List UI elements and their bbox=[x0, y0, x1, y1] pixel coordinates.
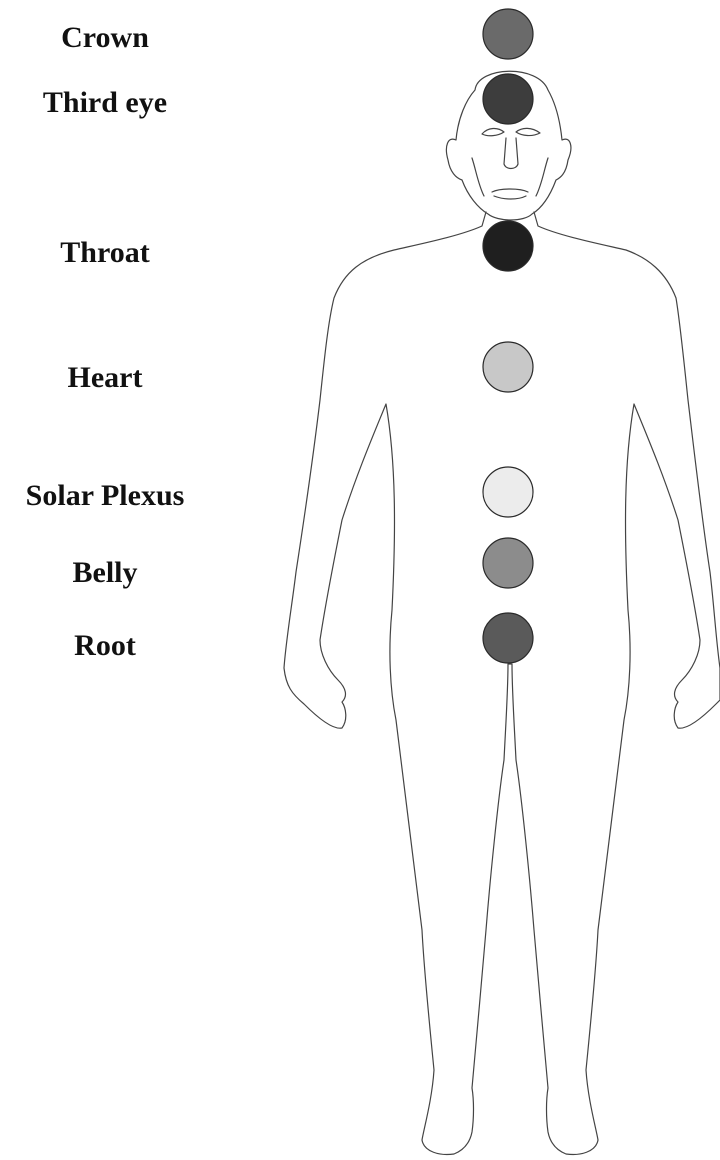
chakra-dot bbox=[483, 9, 533, 59]
chakra-heart: Heart bbox=[68, 342, 533, 394]
right-eye bbox=[516, 128, 540, 135]
left-eye bbox=[482, 128, 504, 135]
cheek-lines bbox=[472, 158, 548, 196]
chakra-crown: Crown bbox=[61, 9, 533, 59]
chakra-dot bbox=[483, 74, 533, 124]
chakra-dot bbox=[483, 538, 533, 588]
chakra-throat: Throat bbox=[60, 221, 533, 271]
chakra-label: Heart bbox=[68, 361, 143, 394]
chakra-dot bbox=[483, 221, 533, 271]
chakra-label: Third eye bbox=[43, 86, 167, 119]
chakra-label: Crown bbox=[61, 21, 149, 54]
chakra-label: Root bbox=[74, 629, 136, 662]
chakra-solar-plexus: Solar Plexus bbox=[26, 467, 533, 517]
chakra-root: Root bbox=[74, 613, 533, 663]
chakra-dot bbox=[483, 467, 533, 517]
nose bbox=[504, 138, 518, 169]
chakra-label: Solar Plexus bbox=[26, 479, 185, 512]
chakra-third-eye: Third eye bbox=[43, 74, 533, 124]
chakra-dot bbox=[483, 342, 533, 392]
mouth bbox=[492, 189, 528, 199]
chakra-label: Belly bbox=[73, 556, 138, 589]
chakra-belly: Belly bbox=[73, 538, 534, 589]
chakra-dot bbox=[483, 613, 533, 663]
chakra-label: Throat bbox=[60, 236, 149, 269]
